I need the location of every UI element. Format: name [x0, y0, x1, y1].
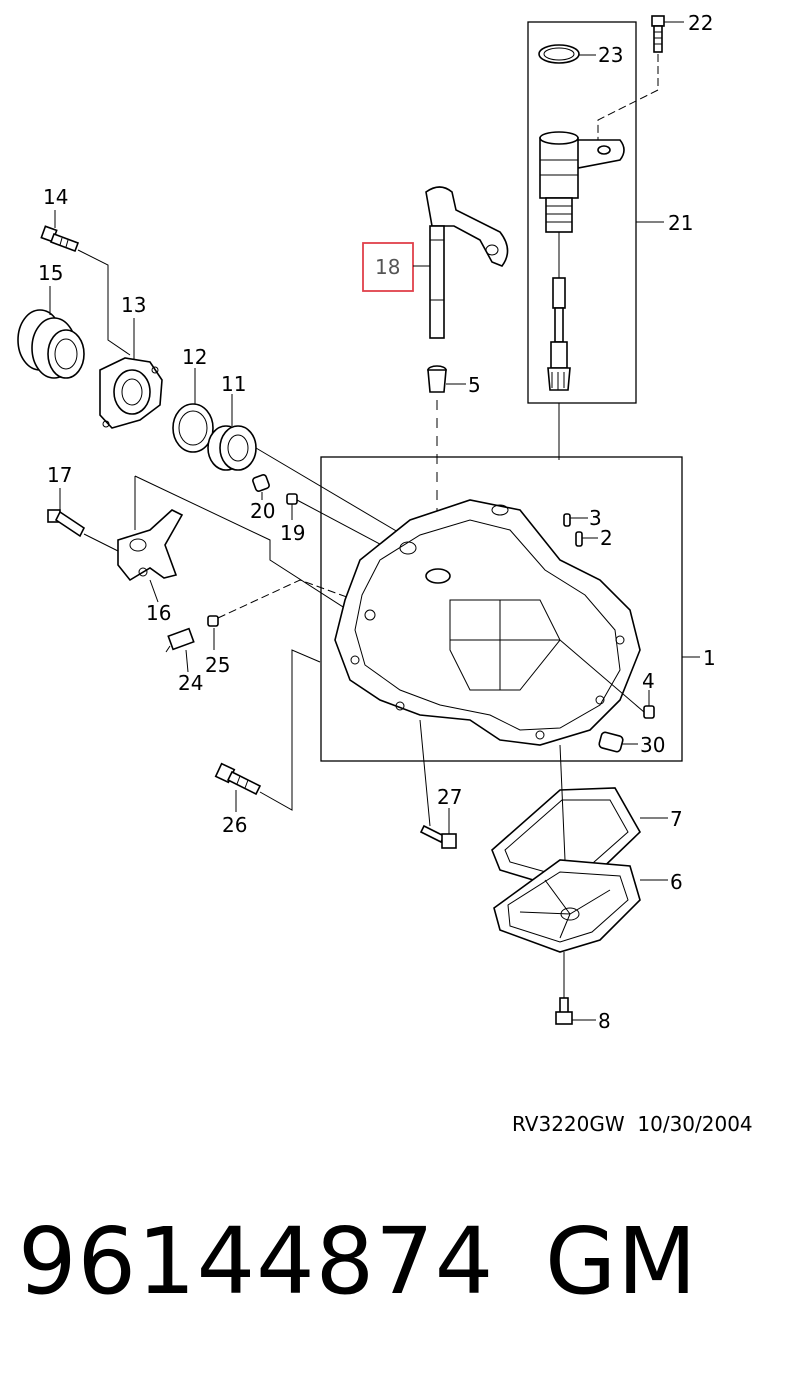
shift-shaft-18-icon [425, 186, 509, 339]
pin-2-icon [575, 531, 583, 547]
bearing-11-icon [207, 425, 257, 471]
oil-pan-6-icon [493, 859, 641, 953]
callout-8: 8 [598, 1009, 611, 1033]
drawing-code: RV3220GW [512, 1112, 625, 1136]
callout-19: 19 [280, 521, 305, 545]
brand-name: GM [545, 1208, 698, 1315]
callout-17: 17 [47, 463, 72, 487]
callout-27: 27 [437, 785, 462, 809]
callout-13: 13 [121, 293, 146, 317]
callout-26: 26 [222, 813, 247, 837]
speedometer-gear-21-icon [539, 131, 625, 391]
callout-5: 5 [468, 373, 481, 397]
plug-20-icon [252, 474, 270, 492]
pin-19-icon [286, 493, 298, 505]
bolt-26-icon [214, 762, 262, 796]
callout-25: 25 [205, 653, 230, 677]
callout-20: 20 [250, 499, 275, 523]
plug-30-icon [598, 731, 624, 753]
callout-21: 21 [668, 211, 693, 235]
drawing-date: 10/30/2004 [637, 1112, 753, 1136]
nut-25-icon [207, 615, 219, 627]
callout-23: 23 [598, 43, 623, 67]
callout-22: 22 [688, 11, 713, 35]
bolt-8-icon [555, 997, 573, 1025]
callout-labels: 1234567811121314151617181920212223242526… [38, 11, 716, 1033]
bolt-27-icon [419, 824, 457, 849]
transmission-housing-1-icon [334, 499, 641, 746]
part-number: 96144874 [18, 1208, 495, 1315]
callout-15: 15 [38, 261, 63, 285]
callout-24: 24 [178, 671, 203, 695]
callout-3: 3 [589, 506, 602, 530]
callout-18[interactable]: 18 [375, 255, 400, 279]
callout-2: 2 [600, 526, 613, 550]
bolt-22-icon [651, 15, 665, 53]
callout-6: 6 [670, 870, 683, 894]
highlight-box-18[interactable] [362, 242, 414, 292]
callout-11: 11 [221, 372, 246, 396]
callout-7: 7 [670, 807, 683, 831]
callout-30: 30 [640, 733, 665, 757]
bushing-5-icon [427, 365, 447, 393]
drawing-stamp: RV3220GW 10/30/2004 [512, 1112, 753, 1136]
bolt-17-icon [47, 509, 86, 538]
exploded-parts-diagram: 1234567811121314151617181920212223242526… [17, 11, 716, 1033]
callout-16: 16 [146, 601, 171, 625]
speedometer-group-frame [527, 21, 637, 404]
plug-4-icon [643, 705, 655, 719]
seal-15-icon [17, 309, 85, 379]
bearing-retainer-13-icon [99, 357, 163, 429]
callout-1: 1 [703, 646, 716, 670]
housing-group-frame [320, 456, 683, 762]
callout-14: 14 [43, 185, 68, 209]
pin-3-icon [563, 513, 571, 527]
shift-fork-16-icon [117, 509, 184, 582]
sensor-24-icon [165, 627, 195, 653]
callout-4: 4 [642, 669, 655, 693]
bolt-14-icon [40, 225, 80, 253]
callout-12: 12 [182, 345, 207, 369]
